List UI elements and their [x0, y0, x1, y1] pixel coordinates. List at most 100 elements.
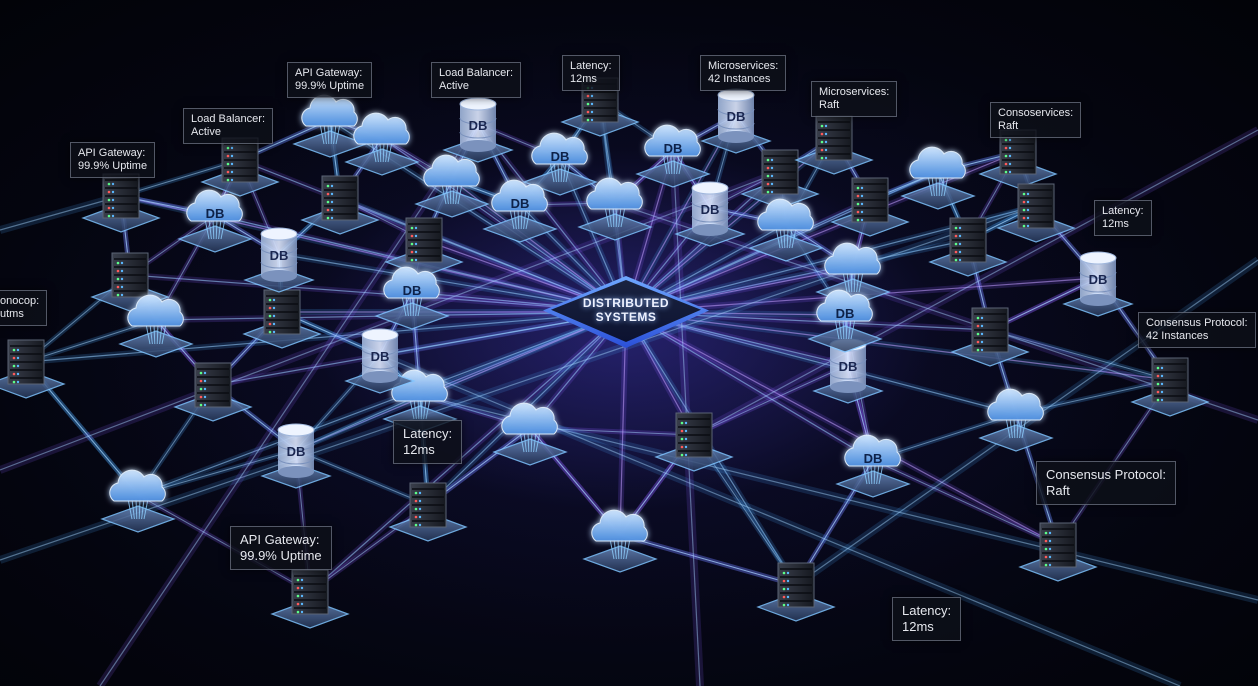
- db-tag: DB: [664, 141, 683, 156]
- connection-link: [872, 459, 1059, 546]
- server-led: [1160, 374, 1164, 378]
- info-label-title: onocop:: [0, 295, 40, 307]
- cloud-shape: [353, 112, 410, 145]
- cloud-rain-line: [387, 141, 393, 163]
- server-led: [272, 298, 276, 302]
- cloud-rain-line: [409, 295, 412, 317]
- server-led: [980, 340, 984, 344]
- info-label-cropped-left: onocop: utms: [0, 290, 48, 326]
- server-led: [330, 200, 334, 204]
- cloud-icon: [586, 177, 643, 210]
- cloud-rain-line: [517, 208, 520, 230]
- db-bottom: [1080, 294, 1116, 306]
- cloud-rain-line: [145, 323, 151, 345]
- server-led: [976, 332, 980, 336]
- node-platform: [635, 160, 711, 188]
- server-led: [1008, 154, 1012, 158]
- info-label-load-balancer-left: Load Balancer: Active: [183, 108, 273, 144]
- server-led: [226, 178, 230, 182]
- info-label-value: Raft: [998, 120, 1019, 132]
- server-led: [1026, 208, 1030, 212]
- cloud-rain-line: [413, 398, 417, 420]
- db-tag: DB: [1089, 272, 1108, 287]
- db-ring: [1079, 271, 1117, 293]
- server-led: [1044, 539, 1048, 543]
- cloud-rain-line: [834, 318, 840, 340]
- server-led: [272, 306, 276, 310]
- server-led: [326, 184, 330, 188]
- cloud-shape: [824, 242, 881, 275]
- server-led: [414, 258, 418, 262]
- cloud-rain-line: [523, 431, 527, 453]
- server-led: [1008, 170, 1012, 174]
- cloud-icon: [591, 509, 648, 542]
- cloud-rain-line: [858, 271, 864, 293]
- server-led: [1156, 398, 1160, 402]
- cloud-rain-line: [375, 141, 379, 163]
- cloud-rain-line: [131, 498, 135, 520]
- cloud-icon: [109, 469, 166, 502]
- cloud-rain-line: [662, 153, 668, 175]
- server-led: [856, 202, 860, 206]
- connection-link: [625, 151, 1019, 313]
- server-led: [268, 330, 272, 334]
- server-led: [824, 132, 828, 136]
- server-led: [820, 124, 824, 128]
- server-led: [766, 166, 770, 170]
- connection-link: [295, 449, 429, 506]
- cloud-icon: DB: [383, 266, 440, 299]
- cloud-rain-line: [612, 206, 615, 228]
- info-label-value: 12ms: [403, 442, 435, 457]
- cloud-rain-line: [208, 218, 212, 240]
- node-platform: [577, 213, 653, 241]
- cloud-rain-line: [449, 183, 452, 205]
- server-led: [418, 523, 422, 527]
- server-led: [1026, 224, 1030, 228]
- cloud-icon: [353, 112, 410, 145]
- cloud-rain-line: [848, 318, 852, 340]
- node-platform: [100, 505, 176, 533]
- cloud-rain-line: [1005, 417, 1011, 439]
- cloud-shape: [501, 402, 558, 435]
- server-led: [684, 429, 688, 433]
- connection-link: [989, 329, 1171, 381]
- server-led: [111, 198, 115, 202]
- cloud-rain-line: [838, 318, 842, 340]
- info-label-title: API Gateway:: [295, 67, 363, 79]
- server-led: [786, 595, 790, 599]
- cloud-rain-line: [941, 175, 945, 197]
- cloud-icon: [423, 154, 480, 187]
- server-led: [410, 234, 414, 238]
- db-body: [692, 188, 728, 230]
- db-tag: DB: [206, 206, 225, 221]
- info-label-microservices: Microservices: 42 Instances: [700, 55, 787, 91]
- node-platform: [748, 234, 824, 262]
- server-led: [856, 218, 860, 222]
- server-led: [203, 387, 207, 391]
- cloud-rain-line: [159, 323, 163, 345]
- info-label-title: Consensus Protocol:: [1146, 317, 1248, 329]
- server-led: [296, 602, 300, 606]
- server-led: [766, 182, 770, 186]
- cloud-icon: [757, 198, 814, 231]
- cloud-rain-line: [617, 538, 620, 560]
- cloud-rain-line: [425, 398, 431, 420]
- server-led: [856, 194, 860, 198]
- server-led: [107, 190, 111, 194]
- cloud-rain-line: [791, 227, 797, 249]
- cloud-shape: [491, 179, 548, 212]
- node-platform: [118, 330, 194, 358]
- cloud-shape: [816, 289, 873, 322]
- server-led: [410, 242, 414, 246]
- node-platform: [177, 225, 253, 253]
- server-led: [111, 206, 115, 210]
- cloud-shape: [127, 294, 184, 327]
- cloud-rain-line: [215, 218, 218, 240]
- node-platform: [482, 215, 558, 243]
- cloud-rain-line: [156, 323, 159, 345]
- cloud-shape: [844, 434, 901, 467]
- info-label-value: utms: [0, 308, 24, 320]
- server-led: [980, 316, 984, 320]
- connection-link: [25, 311, 627, 363]
